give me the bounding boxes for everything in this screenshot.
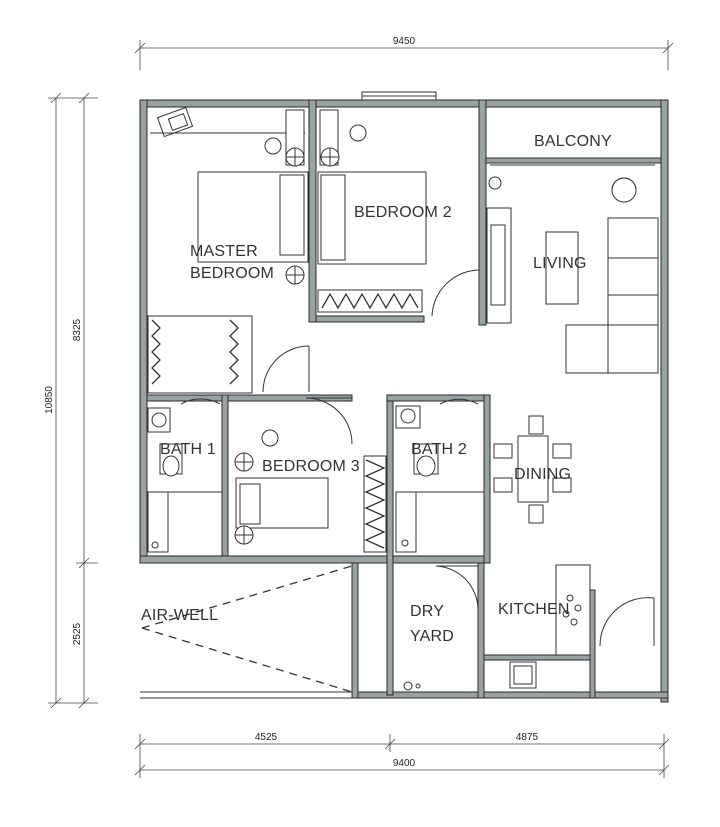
dim-bottom-left: 4525	[255, 732, 278, 743]
doors	[180, 269, 655, 647]
walls	[139, 91, 669, 703]
label-master-line2: BEDROOM	[190, 265, 274, 282]
living-furniture	[486, 164, 659, 374]
label-balcony: BALCONY	[534, 133, 612, 150]
label-bath-1: BATH 1	[160, 441, 216, 458]
label-bath-2: BATH 2	[411, 441, 467, 458]
label-air-well: AIR-WELL	[141, 607, 218, 624]
label-kitchen: KITCHEN	[498, 601, 570, 618]
dimension-bottom: 4525 4875 9400	[134, 732, 670, 778]
bedroom2-furniture	[317, 109, 427, 313]
label-dining: DINING	[514, 466, 571, 483]
bath2-furniture	[395, 405, 484, 553]
dim-left-total: 10850	[44, 386, 55, 414]
dimension-top: 9450	[134, 36, 674, 70]
dimension-left: 10850 8325 2525	[44, 92, 98, 709]
dim-bottom-total: 9400	[393, 758, 416, 769]
label-dry-line1: DRY	[410, 603, 444, 620]
label-bedroom-2: BEDROOM 2	[354, 204, 452, 221]
dim-bottom-right: 4875	[516, 732, 539, 743]
label-bedroom-3: BEDROOM 3	[262, 458, 360, 475]
bedroom3-furniture	[234, 429, 387, 553]
label-master-line1: MASTER	[190, 243, 258, 260]
master-furniture	[147, 106, 309, 394]
label-living: LIVING	[533, 255, 587, 272]
air-well-dashed	[141, 565, 353, 693]
dining-furniture	[493, 415, 572, 524]
label-dry-line2: YARD	[410, 628, 454, 645]
kitchen-furniture	[403, 564, 591, 691]
dim-left-lower: 2525	[72, 622, 83, 645]
dim-top-total: 9450	[393, 36, 416, 47]
dim-left-upper: 8325	[72, 318, 83, 341]
bath1-furniture	[147, 407, 222, 553]
